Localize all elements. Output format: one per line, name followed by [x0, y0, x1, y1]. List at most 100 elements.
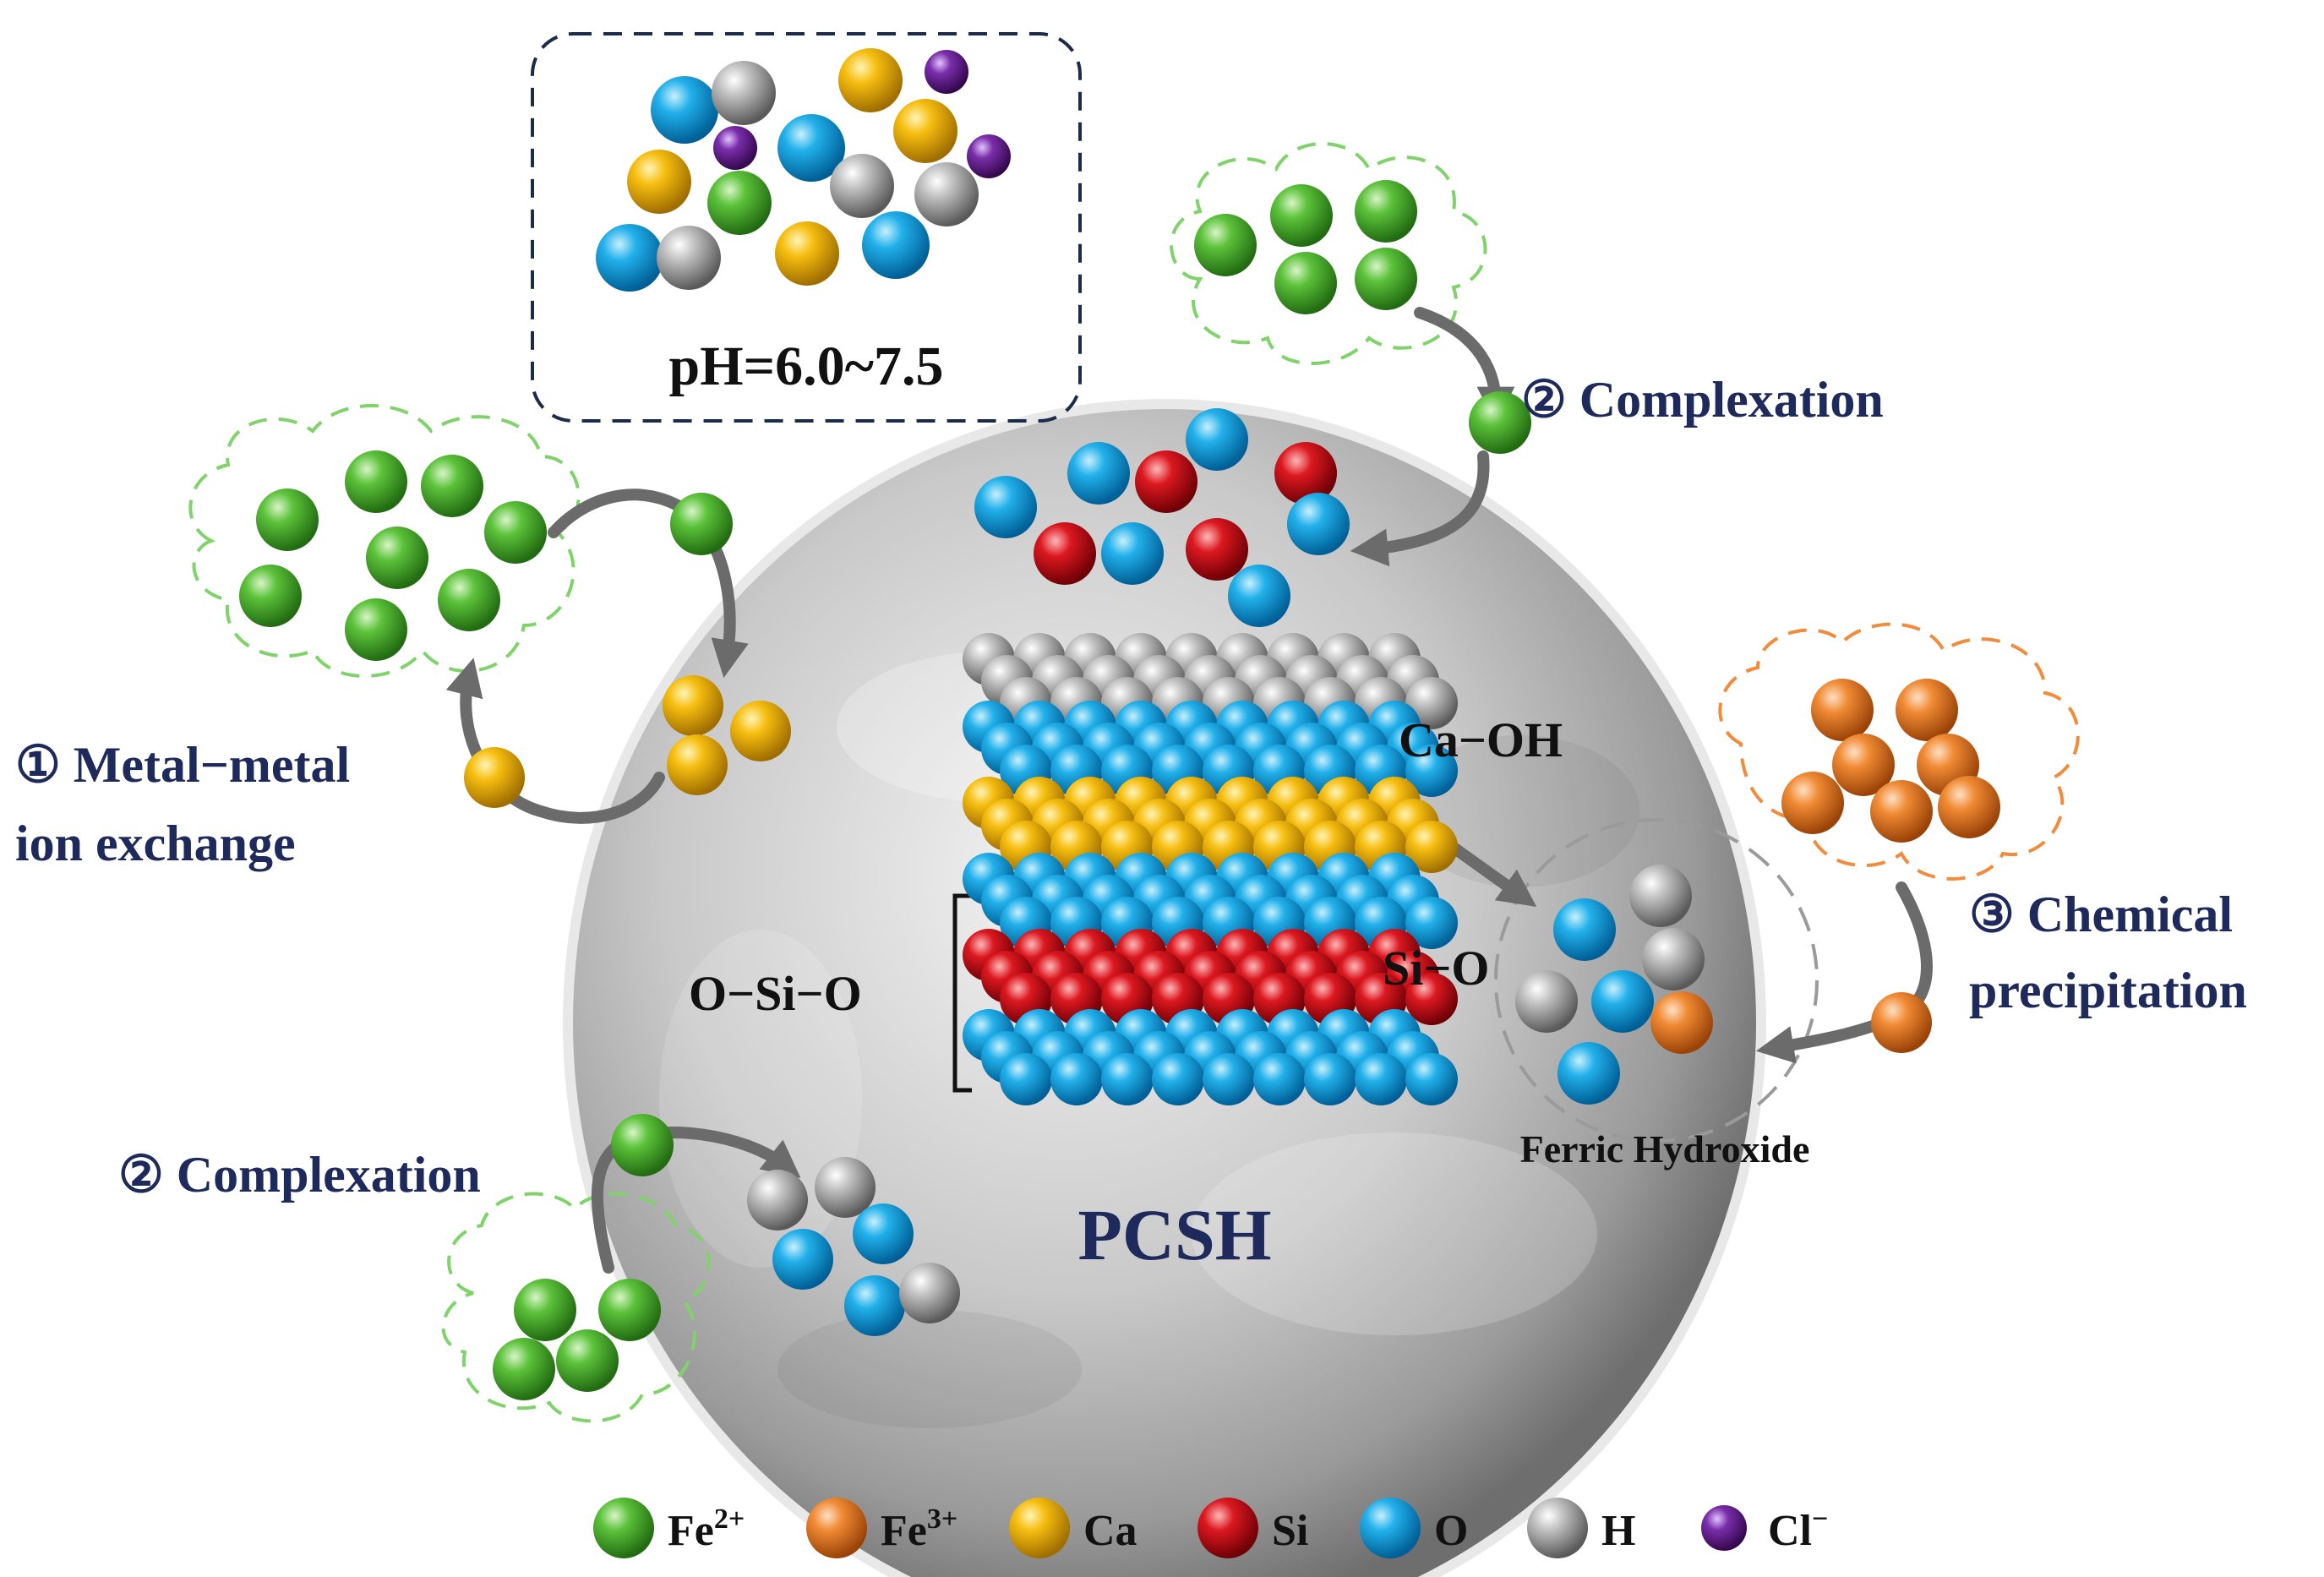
legend-item: Cl− [1701, 1503, 1828, 1555]
legend-swatch [1197, 1498, 1258, 1558]
ferric-hydroxide-label: Ferric Hydroxide [1520, 1127, 1810, 1170]
h-atom [815, 1157, 876, 1218]
si-atom [1405, 973, 1458, 1025]
o-atom [1553, 898, 1616, 961]
legend-item: Fe2+ [593, 1498, 745, 1558]
cl-atom [713, 126, 757, 170]
ca-atom [1405, 821, 1458, 873]
o-atom [772, 1229, 833, 1290]
ferric-hydroxide-cluster [1515, 865, 1713, 1105]
precipitation-label-line1: ③ Chemical [1969, 887, 2233, 942]
fe2-atom [239, 565, 302, 627]
o-atom [1152, 1053, 1204, 1105]
ca-atom [838, 48, 903, 112]
solution-ions [596, 48, 1011, 292]
si-atom [1186, 518, 1248, 581]
fe3-atom [1811, 679, 1874, 741]
ca-atom [663, 675, 723, 736]
fe3-cluster [1781, 679, 2000, 1053]
o-atom [1203, 1053, 1255, 1105]
legend-item: H [1527, 1498, 1635, 1558]
o-si-o-label: O−Si−O [689, 966, 862, 1021]
fe2-atom [421, 455, 483, 517]
legend-swatch [1360, 1498, 1421, 1558]
fe2-cluster-left [239, 450, 733, 661]
fe3-atom [1870, 780, 1933, 843]
complexation-top-label: ② Complexation [1521, 372, 1884, 428]
si-atom [1034, 522, 1096, 585]
fe2-cloud-top-right [1170, 142, 1487, 365]
legend-label: Ca [1083, 1507, 1137, 1555]
legend-item: O [1360, 1498, 1468, 1558]
ca-atom [464, 747, 525, 808]
arrow-complexation-top-down [1350, 450, 1490, 567]
solution-box [531, 32, 1082, 423]
fe3-atom [1781, 772, 1844, 834]
h-atom [1515, 970, 1578, 1033]
fe2-cluster-bottom-left [493, 1114, 674, 1400]
ca-atom [893, 99, 957, 163]
fe3-atom [1938, 776, 2000, 838]
o-atom [1591, 970, 1654, 1033]
fe2-atom [556, 1329, 619, 1392]
h-atom [657, 226, 721, 290]
precipitation-label-line2: precipitation [1969, 963, 2247, 1018]
ion-exchange-label-line2: ion exchange [15, 816, 296, 871]
surface-o-h-cluster [747, 1157, 960, 1336]
legend-label: H [1601, 1507, 1635, 1555]
surface-o-si-cluster [974, 408, 1350, 627]
ph-label: pH=6.0~7.5 [669, 336, 944, 397]
h-atom [1642, 928, 1705, 990]
ion-exchange-label-line1: ① Metal−metal [15, 737, 350, 793]
layer-si [963, 929, 1458, 1025]
o-atom [974, 476, 1037, 538]
h-atom [1405, 677, 1458, 729]
o-atom [1186, 408, 1248, 471]
o-atom [853, 1203, 914, 1264]
atoms-layer [239, 48, 2000, 1400]
fe2-atom [256, 488, 319, 551]
h-atom [830, 154, 894, 218]
o-atom [1253, 1053, 1306, 1105]
ca-atom [667, 734, 728, 795]
fe2-cluster-top-right [1194, 180, 1531, 454]
legend-superscript: 2+ [714, 1503, 745, 1535]
fe2-atom [1270, 184, 1333, 247]
o-atom [1050, 1053, 1103, 1105]
o-atom [777, 114, 845, 182]
ca-oh-label: Ca−OH [1399, 712, 1563, 767]
layer-o-1 [963, 701, 1458, 797]
fe2-atom [493, 1338, 555, 1400]
fe3-atom [1650, 991, 1713, 1054]
si-atom [1135, 450, 1197, 513]
ca-atom [730, 701, 791, 761]
h-atom [712, 61, 776, 125]
legend-label: Cl− [1768, 1503, 1828, 1555]
h-atom [1629, 865, 1692, 927]
ca-atom [775, 221, 839, 286]
o-atom [1355, 1053, 1407, 1105]
h-atom [747, 1170, 808, 1230]
fe2-atom [438, 569, 500, 631]
fe2-atom [1194, 214, 1257, 276]
fe2-atom [484, 501, 547, 564]
o-atom [596, 224, 663, 292]
fe2-atom [1274, 252, 1337, 314]
o-atom [1000, 1053, 1052, 1105]
fe3-precipitating-atom [1871, 992, 1932, 1053]
o-atom [1558, 1042, 1620, 1105]
fe2-atom [345, 450, 407, 513]
o-atom [1101, 522, 1164, 585]
fe2-cloud-bottom-left [441, 1192, 711, 1423]
legend-swatch [1527, 1498, 1588, 1558]
o-atom [651, 76, 718, 144]
o-atom [1101, 1053, 1154, 1105]
fe2-migrating-atom [1469, 391, 1531, 454]
legend-item: Si [1197, 1498, 1308, 1558]
arrow-ion-exchange-bottom [445, 658, 665, 824]
ferric-hydroxide-circle [1494, 818, 1819, 1143]
fe2-atom [598, 1279, 661, 1341]
fe3-atom [1832, 734, 1895, 796]
o-atom [1228, 565, 1290, 627]
